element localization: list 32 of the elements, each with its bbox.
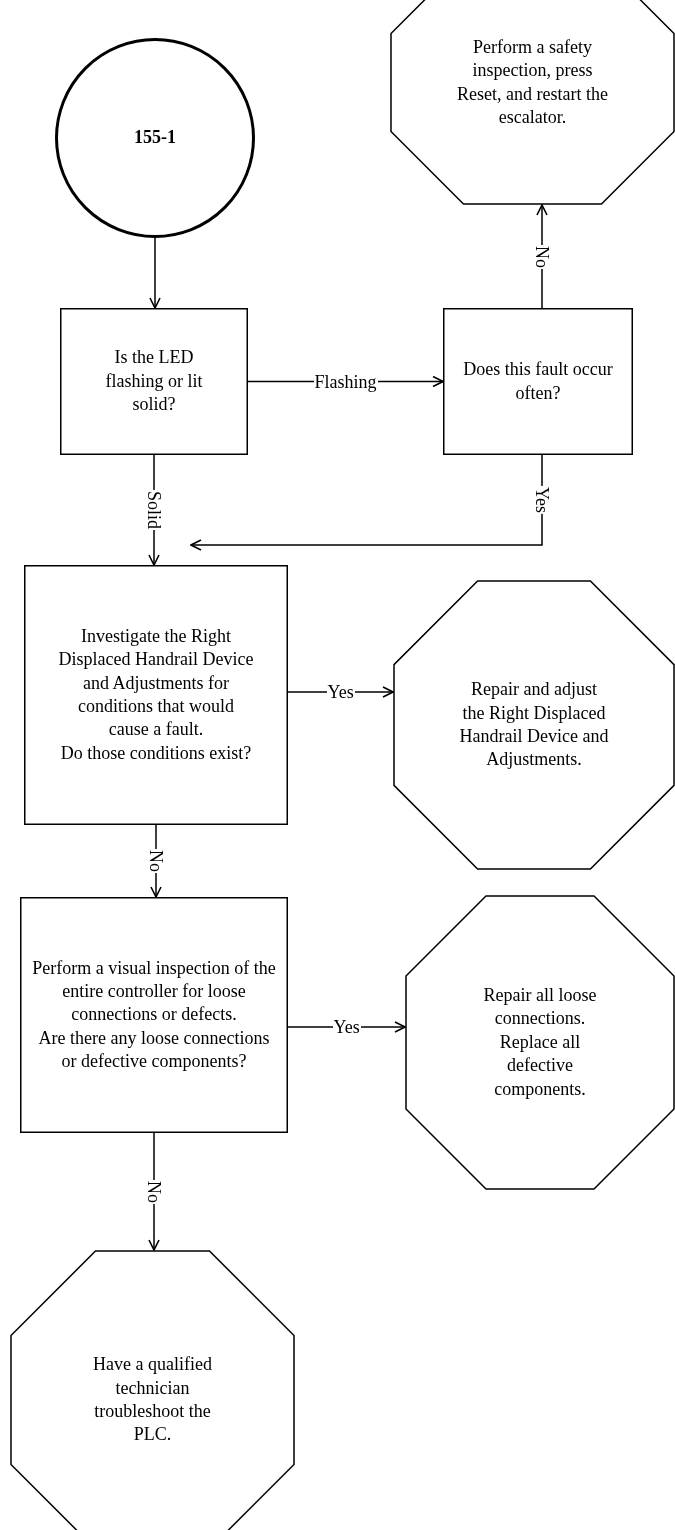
node-text: Perform a visual inspection of the entire controller for loose connections or defects. (31, 956, 277, 1027)
edge-label: Flashing (313, 372, 378, 391)
arrow (190, 454, 543, 551)
node-text: Repair all loose connections. Replace all defective components. (482, 984, 598, 1101)
arrow (149, 237, 161, 309)
node-text: Do those conditions exist? (59, 741, 253, 765)
edge-label: Yes (533, 485, 552, 515)
node-text: Is the LED flashing or lit solid? (104, 346, 204, 417)
node-text: Investigate the Right Displaced Handrail Device and Adjustments for conditions that would cause a fault. (57, 624, 255, 742)
node-text: Perform a safety inspection, press Reset, and restart the escalator. (456, 35, 609, 129)
node-text: Are there any loose connections or defective components? (37, 1026, 271, 1074)
process-box (60, 308, 248, 455)
node-text: Have a qualified technician troubleshoot the PLC. (92, 1353, 213, 1447)
edge-label: No (145, 1179, 163, 1204)
process-box (24, 565, 288, 825)
edge-label: Yes (326, 683, 355, 701)
edge-label: Yes (332, 1018, 361, 1036)
process-box (20, 897, 288, 1133)
edge-label: Solid (145, 490, 163, 530)
arrow (536, 204, 548, 309)
edge-label: No (533, 244, 551, 269)
node-text: Repair and adjust the Right Displaced Handrail Device and Adjustments. (459, 678, 609, 772)
step-number: 155-1 (133, 126, 177, 150)
end-octagon (10, 1250, 295, 1530)
end-octagon (390, 0, 675, 205)
start-circle (55, 38, 255, 238)
node-text: Does this fault occur often? (463, 358, 613, 405)
end-octagon (405, 895, 675, 1190)
process-box (443, 308, 633, 455)
edge-label: No (147, 849, 165, 873)
arrow (148, 1132, 160, 1251)
end-octagon (393, 580, 675, 870)
